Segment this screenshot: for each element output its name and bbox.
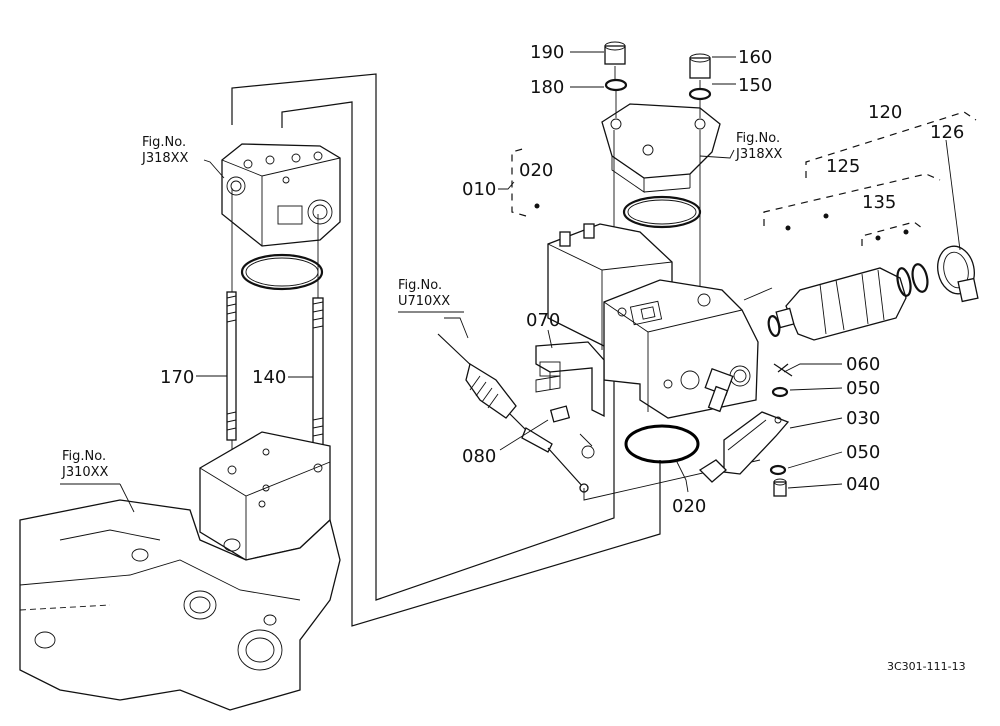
callout-120: 120 [868, 102, 902, 123]
dash-bracket-125 [763, 173, 941, 226]
washer-050-a [771, 386, 789, 398]
cartridge-125 [775, 267, 907, 341]
callout-050-b: 050 [846, 442, 880, 463]
fig-ref-j318-left-line2: J318XX [141, 151, 189, 166]
callout-010: 010 [462, 179, 496, 200]
fig-ref-j318-left-line1: Fig.No. [142, 135, 186, 150]
callout-080: 080 [462, 446, 496, 467]
stud-140 [312, 297, 324, 447]
drawing-code: 3C301-111-13 [887, 660, 966, 673]
lever-030 [698, 411, 790, 483]
callout-190: 190 [530, 42, 564, 63]
left-cover-block [221, 143, 341, 247]
callout-135: 135 [862, 192, 896, 213]
kit-dot-120 [785, 225, 791, 231]
fig-ref-j310-line1: Fig.No. [62, 449, 106, 464]
routing-lines [231, 73, 661, 627]
top-cover [601, 103, 721, 193]
callout-020-bottom: 020 [672, 496, 706, 517]
o-ring-small [767, 315, 781, 337]
dash-bracket-010 [511, 147, 527, 217]
callout-labels: 190 180 160 150 120 126 125 135 010 020 … [160, 42, 964, 517]
washer-150 [688, 87, 712, 101]
nut-160 [689, 53, 711, 79]
leaders [60, 51, 961, 513]
callout-020-top: 020 [519, 160, 553, 181]
fig-ref-j318-right-line1: Fig.No. [736, 131, 780, 146]
callout-060: 060 [846, 354, 880, 375]
valve-block [603, 279, 759, 419]
bracket-070 [535, 341, 605, 418]
o-ring-135-a [896, 267, 912, 297]
kit-dot-020 [534, 203, 540, 209]
callout-180: 180 [530, 77, 564, 98]
callout-170: 170 [160, 367, 194, 388]
kit-dot-135-b [903, 229, 909, 235]
dash-bracket-120 [805, 111, 977, 178]
callout-160: 160 [738, 47, 772, 68]
o-ring-upper [622, 195, 702, 229]
callout-070: 070 [526, 310, 560, 331]
kit-dot-135-a [875, 235, 881, 241]
washer-050-b [769, 464, 787, 476]
left-o-ring [240, 253, 324, 291]
stud-170 [226, 291, 237, 441]
callout-150: 150 [738, 75, 772, 96]
fig-ref-j310-line2: J310XX [61, 465, 109, 480]
o-ring-lower [624, 424, 700, 464]
figure-references: Fig.No. J318XX Fig.No. J318XX Fig.No. U7… [61, 131, 783, 480]
o-ring-135-b [911, 263, 929, 293]
fig-ref-u710-line1: Fig.No. [398, 278, 442, 293]
control-cable [437, 333, 589, 493]
callout-126: 126 [930, 122, 964, 143]
pin-060 [773, 363, 793, 377]
washer-180 [604, 78, 628, 92]
transmission-case [19, 499, 341, 711]
callout-140: 140 [252, 367, 286, 388]
fitting-080 [549, 405, 595, 459]
kit-dot-125 [823, 213, 829, 219]
fig-ref-u710-line2: U710XX [398, 294, 450, 309]
callout-030: 030 [846, 408, 880, 429]
cable-guides [583, 287, 773, 501]
bolt-040 [773, 478, 787, 497]
callout-125: 125 [826, 156, 860, 177]
nut-190 [604, 41, 626, 65]
clamp-126 [937, 245, 979, 303]
callout-040: 040 [846, 474, 880, 495]
dash-bracket-135 [861, 221, 923, 246]
callout-050-a: 050 [846, 378, 880, 399]
fig-ref-j318-right-line2: J318XX [735, 147, 783, 162]
